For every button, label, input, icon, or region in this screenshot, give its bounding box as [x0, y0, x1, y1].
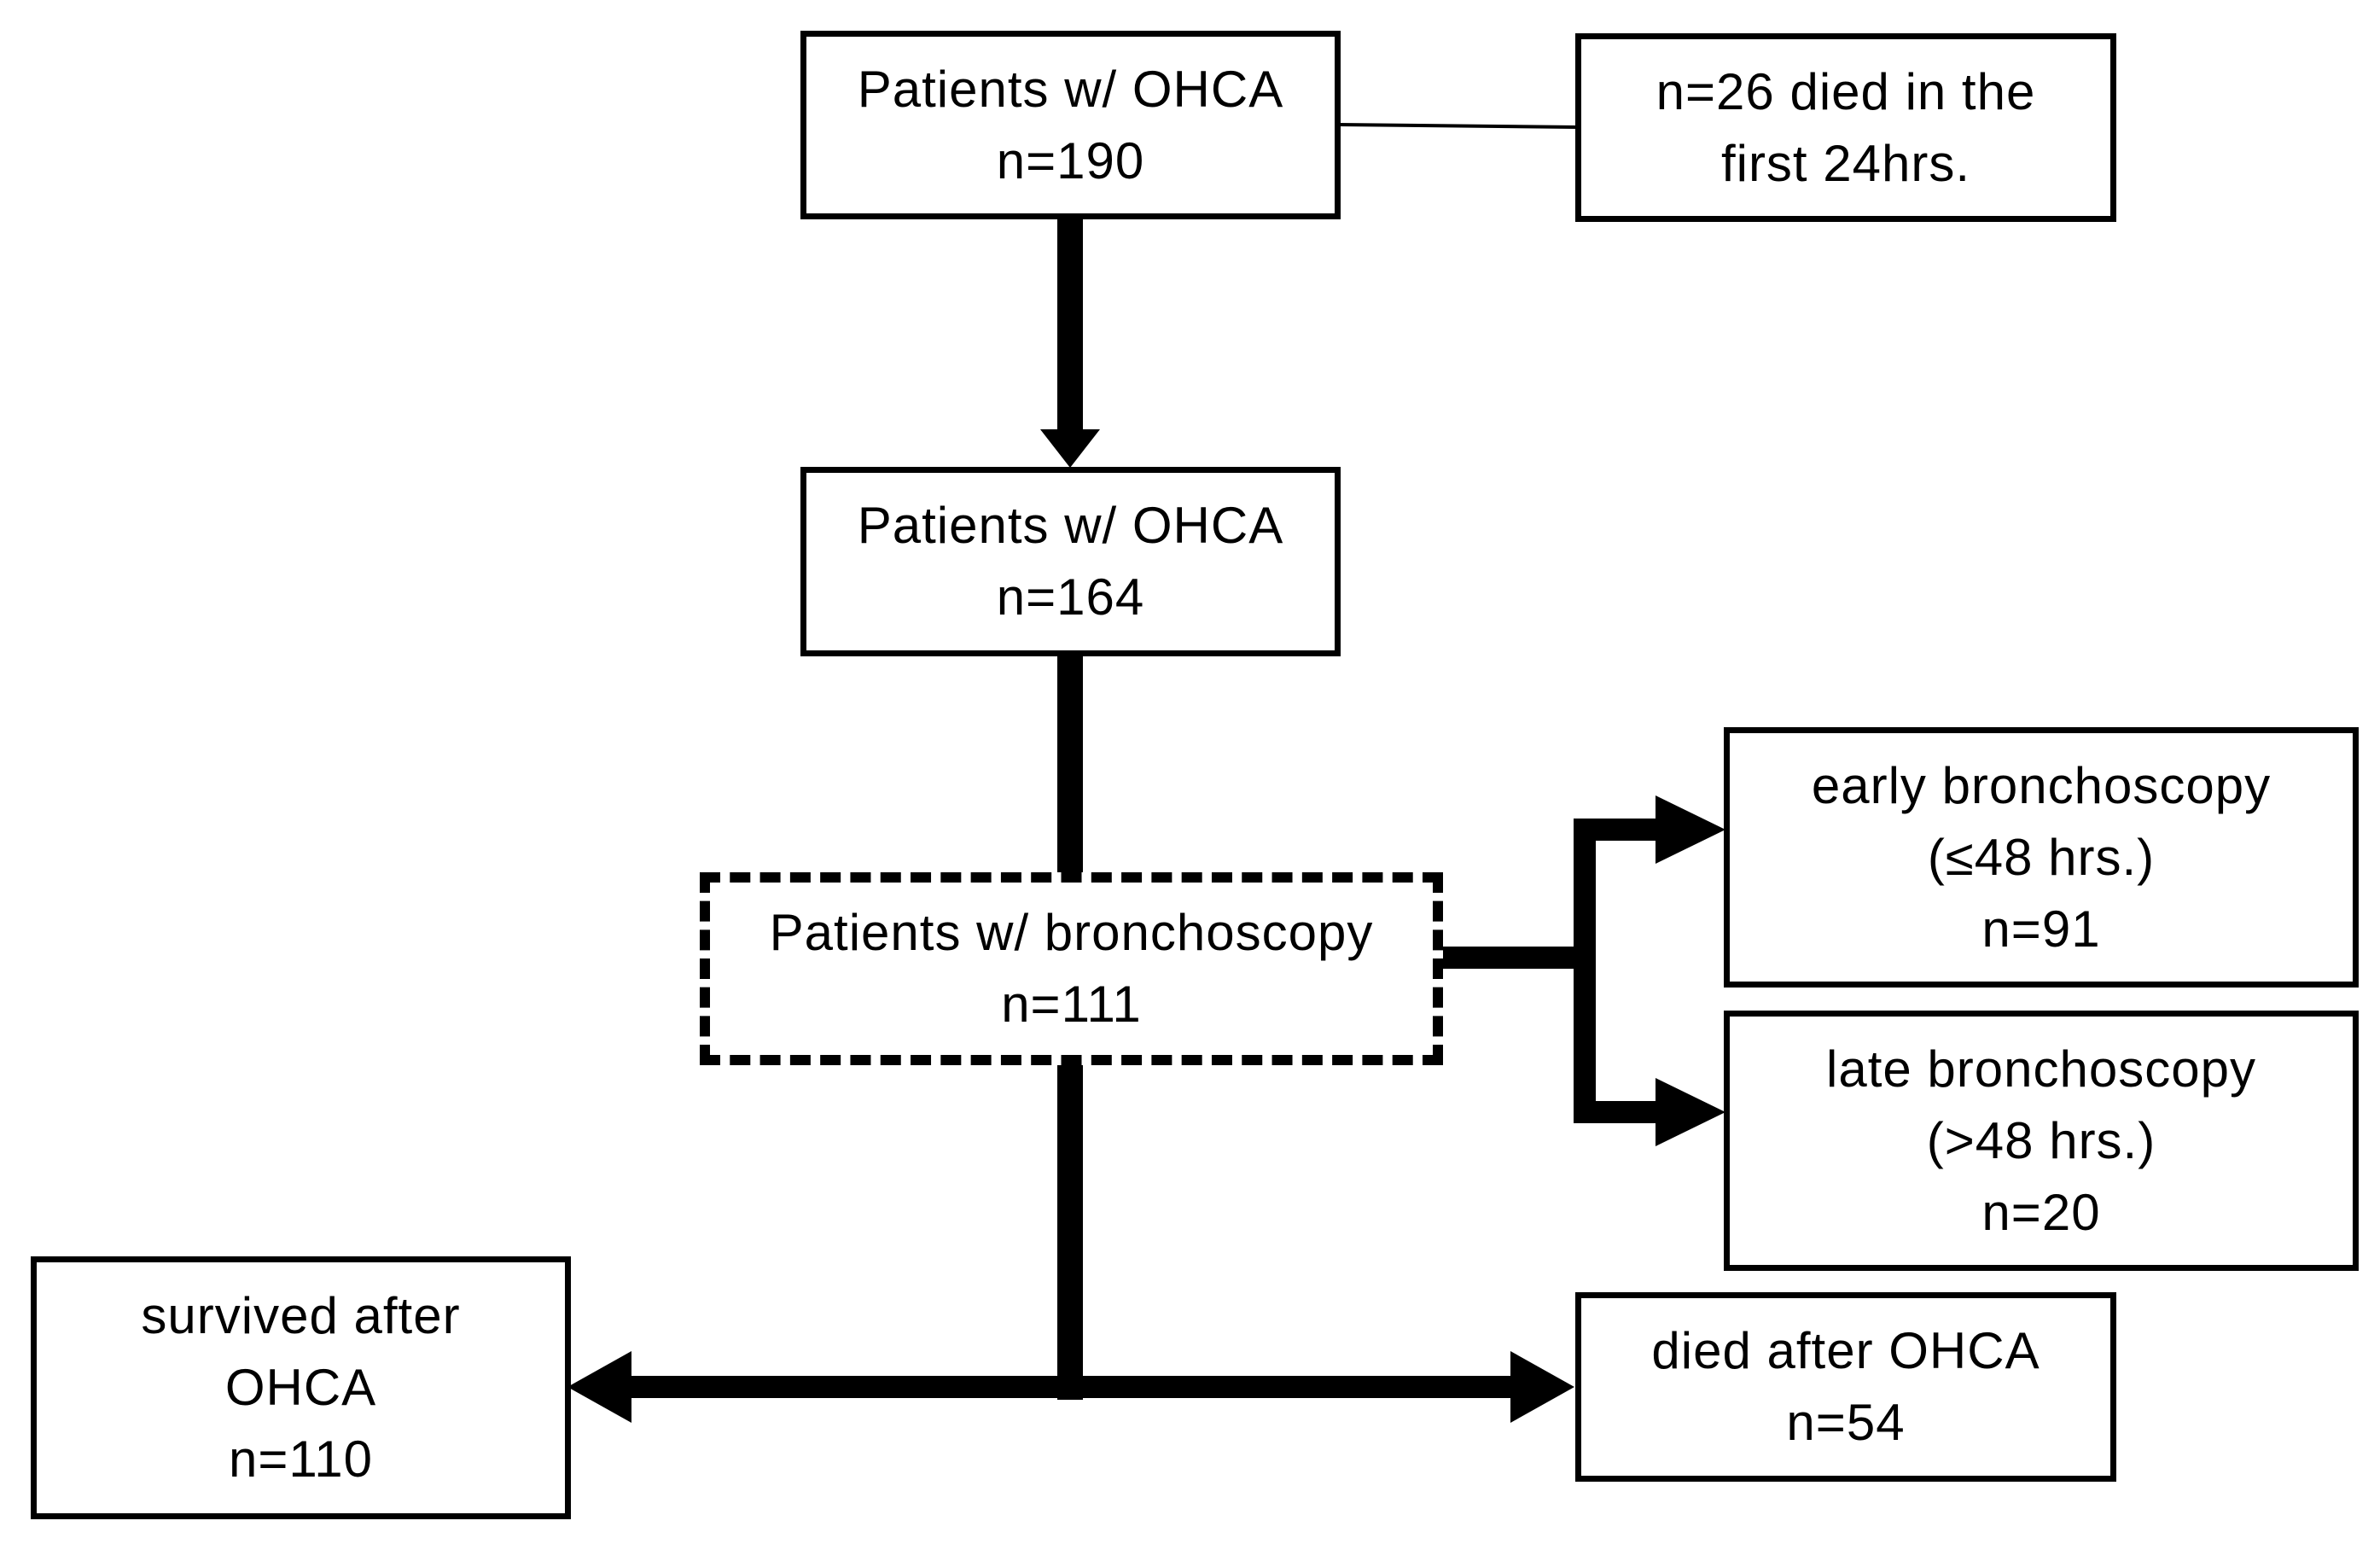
node-text-line: n=111: [1001, 976, 1142, 1033]
node-text-line: late bronchoscopy: [1826, 1040, 2256, 1098]
arrowhead-right: [1510, 1351, 1574, 1423]
node-text-line: n=26 died in the: [1656, 62, 2036, 120]
node-survived-after-ohca: survived after OHCA n=110: [31, 1256, 571, 1519]
node-died-after-ohca: died after OHCA n=54: [1575, 1292, 2116, 1482]
node-text-line: OHCA: [224, 1359, 377, 1416]
node-text-line: n=91: [1981, 900, 2101, 958]
node-patients-bronchoscopy: Patients w/ bronchoscopy n=111: [700, 872, 1443, 1065]
node-text-line: n=190: [996, 131, 1145, 189]
node-patients-ohca-190: Patients w/ OHCA n=190: [800, 31, 1341, 219]
node-text-line: Patients w/ OHCA: [857, 497, 1284, 554]
node-patients-ohca-164: Patients w/ OHCA n=164: [800, 467, 1341, 656]
node-died-first-24hrs: n=26 died in the first 24hrs.: [1575, 33, 2116, 222]
node-text-line: n=110: [228, 1430, 374, 1488]
node-text-line: Patients w/ OHCA: [857, 60, 1284, 118]
node-text-line: n=54: [1786, 1394, 1906, 1451]
node-text-line: (>48 hrs.): [1926, 1111, 2156, 1169]
node-text-line: died after OHCA: [1651, 1322, 2040, 1379]
node-text-line: early bronchoscopy: [1811, 756, 2272, 814]
node-text-line: first 24hrs.: [1720, 134, 1971, 192]
arrowhead-to-late: [1656, 1078, 1725, 1146]
connector-ohca-to-died-24h: [1337, 123, 1579, 129]
arrowhead-to-early: [1656, 795, 1725, 864]
arrowhead-down: [1040, 429, 1100, 468]
node-text-line: n=164: [996, 568, 1145, 626]
node-text-line: n=20: [1981, 1183, 2101, 1241]
node-text-line: (≤48 hrs.): [1927, 828, 2156, 886]
node-late-bronchoscopy: late bronchoscopy (>48 hrs.) n=20: [1724, 1011, 2359, 1271]
arrowhead-left: [567, 1351, 631, 1423]
node-text-line: Patients w/ bronchoscopy: [769, 904, 1374, 961]
node-text-line: survived after: [141, 1287, 461, 1344]
node-early-bronchoscopy: early bronchoscopy (≤48 hrs.) n=91: [1724, 727, 2359, 988]
